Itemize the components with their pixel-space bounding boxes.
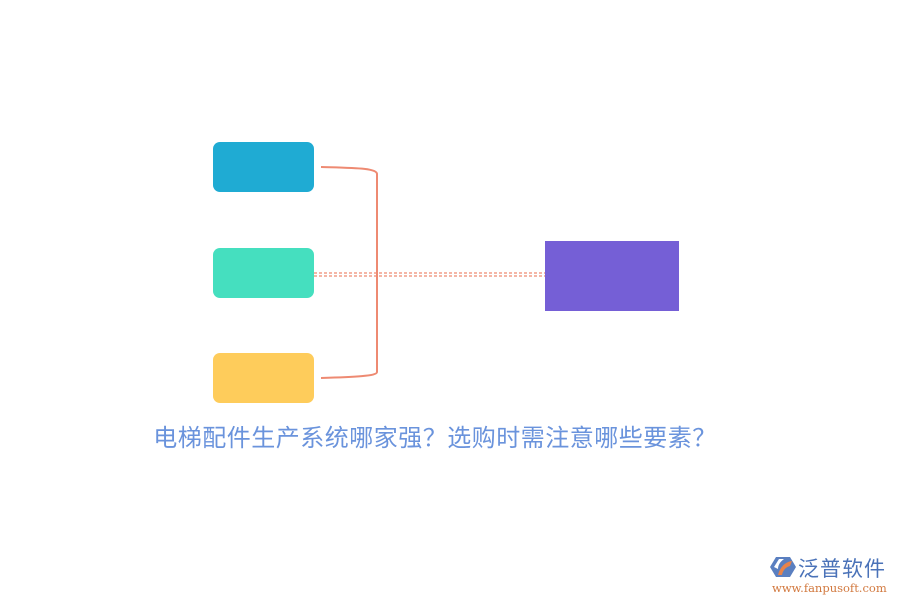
source-node-3 bbox=[213, 353, 314, 403]
target-node bbox=[545, 241, 679, 311]
diagram-title: 电梯配件生产系统哪家强？选购时需注意哪些要素？ bbox=[153, 424, 717, 452]
source-node-1 bbox=[213, 142, 314, 192]
fanpusoft-logo: 泛普软件 www.fanpusoft.com bbox=[770, 553, 895, 598]
logo-icon bbox=[770, 557, 796, 577]
source-node-2 bbox=[213, 248, 314, 298]
logo-url: www.fanpusoft.com bbox=[772, 581, 887, 595]
logo-name: 泛普软件 bbox=[798, 557, 886, 581]
